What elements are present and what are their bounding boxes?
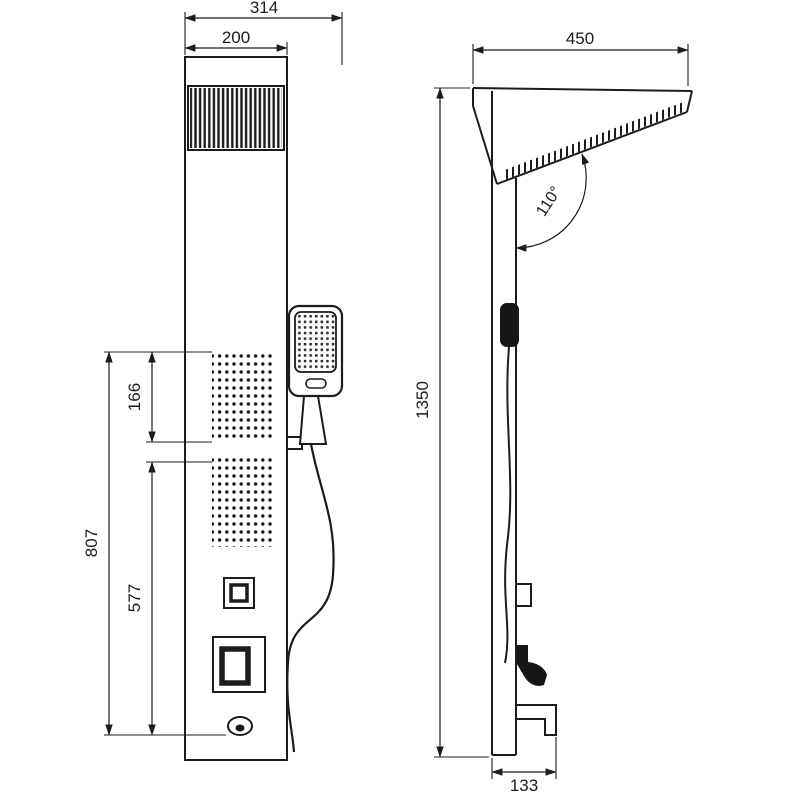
rain-head-front-cap: [686, 90, 693, 113]
dim-label-total-height: 1350: [413, 381, 432, 419]
dim-label-total-width: 314: [250, 0, 278, 17]
diverter-button-inner: [229, 583, 249, 603]
rain-head-back-edge: [472, 105, 498, 185]
hand-shower-hose-front: [286, 443, 335, 753]
hand-shower-mode-button: [305, 378, 327, 389]
dim-label-upper-height: 807: [82, 529, 101, 557]
hose-side: [504, 346, 512, 664]
dim-label-panel-width: 200: [222, 28, 250, 47]
side-dimensions: 450 1350 133: [413, 29, 689, 795]
hand-shower-face: [294, 311, 337, 373]
mixer-handle-front: [219, 646, 251, 686]
diverter-button-outline: [223, 577, 255, 609]
rain-head-underside: [496, 111, 688, 185]
lower-body-jets-grid: [212, 458, 274, 547]
hand-shower-side: [500, 303, 519, 347]
tub-spout-side: [515, 704, 557, 736]
upper-body-jets-grid: [212, 352, 274, 441]
hand-shower-handle: [298, 395, 328, 445]
front-view: [184, 56, 344, 761]
side-view: 110°: [472, 87, 693, 756]
rain-head-top-edge: [472, 87, 693, 92]
dim-label-lower-height: 577: [125, 584, 144, 612]
dim-label-head-projection: 450: [566, 29, 594, 48]
angle-label: 110°: [533, 184, 565, 220]
top-vent-hatch: [190, 88, 282, 148]
rain-head-spray-hatch: [502, 101, 686, 181]
dim-label-spout-projection: 133: [510, 776, 538, 795]
front-dimensions: 314 200 166 577 807: [82, 0, 343, 736]
angle-arc: [515, 153, 590, 252]
diverter-knob-side: [515, 583, 532, 607]
dim-label-jet-field-height: 166: [125, 383, 144, 411]
mixer-lever-side: [517, 645, 547, 686]
tub-spout-outlet: [235, 724, 245, 732]
